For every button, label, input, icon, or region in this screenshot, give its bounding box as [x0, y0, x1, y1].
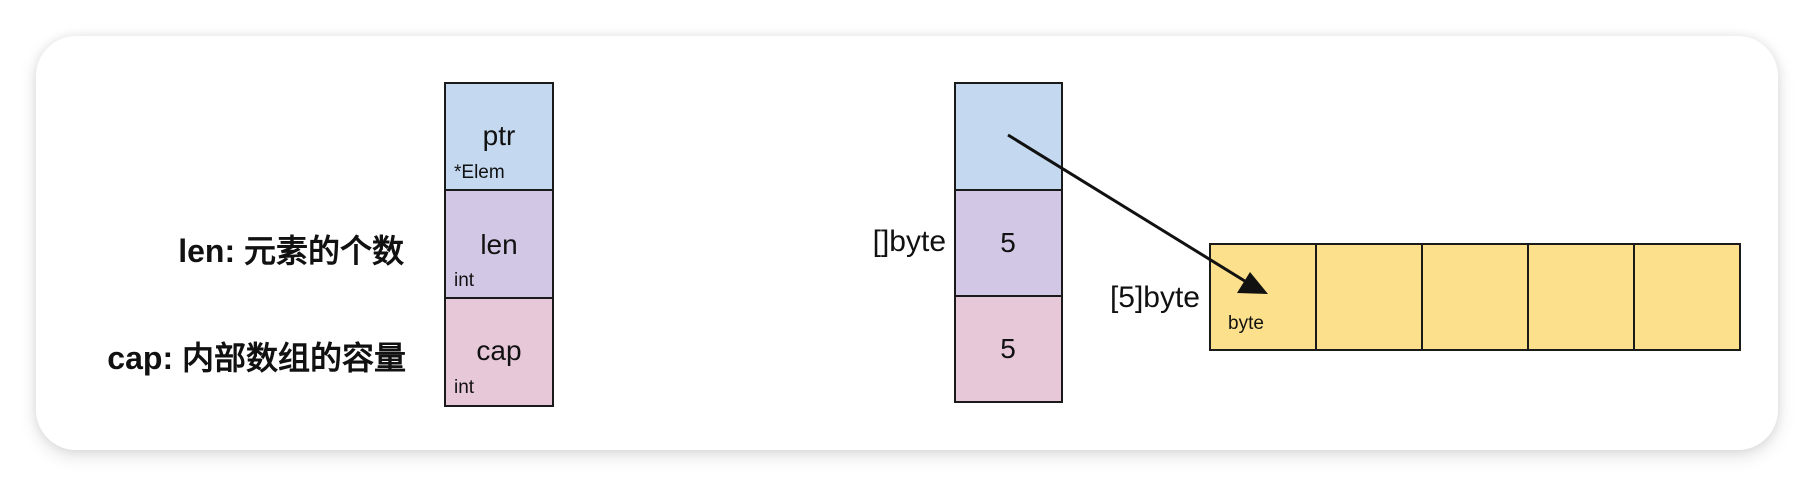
array-cell	[1315, 243, 1423, 351]
slice-cap-value: 5	[1000, 333, 1016, 364]
len-description: len: 元素的个数	[178, 233, 404, 269]
ptr-field-name: ptr	[482, 120, 516, 151]
len-field-type: int	[454, 270, 475, 291]
len-field-name: len	[480, 229, 518, 260]
array-cell	[1633, 243, 1741, 351]
ptr-field-type: *Elem	[454, 162, 505, 183]
cap-cell	[444, 297, 554, 407]
array-cell	[1421, 243, 1529, 351]
array-type-label: [5]byte	[1109, 281, 1200, 314]
cap-field-type: int	[454, 377, 475, 398]
ptr-cell	[444, 82, 554, 191]
array-cell	[1527, 243, 1635, 351]
slice-ptr-cell	[954, 82, 1063, 191]
array-element-type: byte	[1228, 313, 1264, 334]
slice-type-label: []byte	[872, 225, 946, 258]
cap-field-name: cap	[476, 335, 522, 366]
cap-description: cap: 内部数组的容量	[107, 340, 406, 376]
slice-len-value: 5	[1000, 227, 1016, 258]
slice-cap-cell	[954, 295, 1063, 403]
